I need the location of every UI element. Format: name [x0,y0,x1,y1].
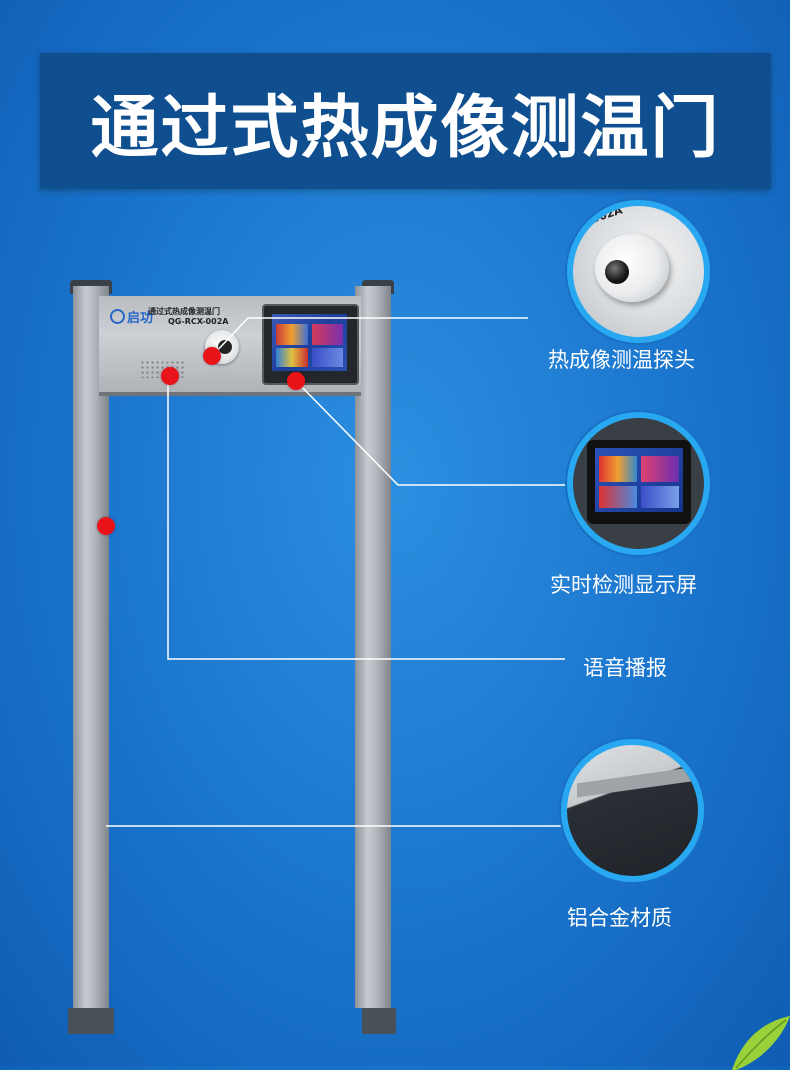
connector-screen [295,380,567,486]
screen-view-4 [641,486,679,508]
camera-lens [218,340,232,354]
callout-probe-image: S-002A [567,200,710,343]
callout-screen-image [567,412,710,555]
page-title: 通过式热成像测温门 [90,88,721,168]
marker-aluminum [97,517,115,535]
screen-view-2 [641,456,679,482]
screen-view-1 [599,456,637,482]
screen-content [595,448,683,512]
callout-label-aluminum: 铝合金材质 [567,906,672,930]
brand-logo-icon [110,309,125,324]
panel-model-number: QG-RCX-002A [168,317,229,326]
brand-logo: 启功 [110,307,153,326]
thermal-view-1 [276,324,308,345]
brand-name: 启功 [127,311,154,326]
probe-lens [605,260,629,284]
title-banner: 通过式热成像测温门 [40,53,771,189]
thermal-view-3 [276,348,308,367]
panel-product-name: 通过式热成像测温门 [148,307,220,316]
probe-camera-icon [595,234,669,302]
callout-label-screen: 实时检测显示屏 [550,573,697,597]
marker-screen [287,372,305,390]
leaf-decoration-icon [732,1016,790,1070]
thermal-view-2 [312,324,343,345]
gate-right-post [355,286,391,1008]
callout-label-voice: 语音播报 [583,656,667,680]
gate-display-content [272,314,347,371]
marker-probe [203,347,221,365]
screen-view-3 [599,486,637,508]
gate-panel-edge [99,392,361,396]
gate-right-foot [362,1008,396,1034]
gate-left-post [73,286,109,1008]
callout-aluminum-image [561,739,704,882]
connector-voice [167,376,565,660]
thermal-view-4 [312,348,343,367]
gate-left-foot [68,1008,114,1034]
connector-probe [211,317,528,357]
marker-voice [161,367,179,385]
callout-label-probe: 热成像测温探头 [548,348,695,372]
aluminum-edge [577,766,697,798]
